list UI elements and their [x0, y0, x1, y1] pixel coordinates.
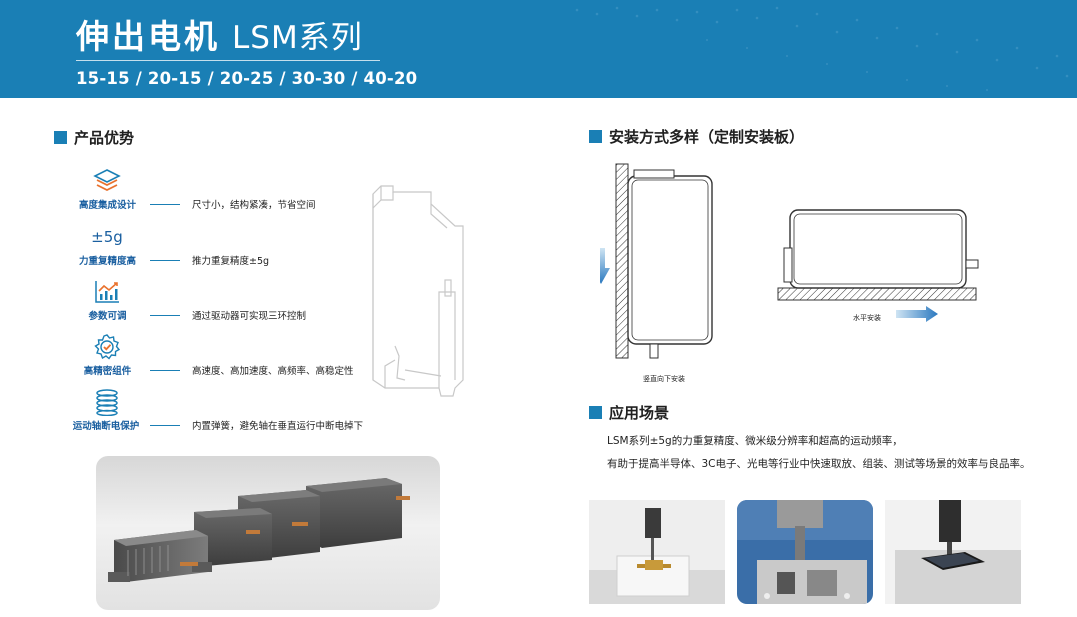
feature-desc: 高速度、高加速度、高频率、高稳定性 [192, 366, 354, 377]
section-marker [54, 131, 67, 144]
vertical-mount-caption: 竖直向下安装 [643, 375, 685, 383]
dot-pattern-decoration [575, 6, 1069, 91]
connector-line [150, 204, 180, 205]
title-en: LSM系列 [232, 19, 363, 56]
feature-desc: 推力重复精度±5g [192, 256, 270, 267]
connector-line [150, 370, 180, 371]
page-title: 伸出电机 LSM系列 [76, 10, 363, 58]
gear-check-icon [92, 333, 122, 361]
spring-icon [92, 388, 122, 416]
feature-desc: 通过驱动器可实现三环控制 [192, 311, 307, 322]
mounting-diagram [600, 163, 979, 359]
layers-icon [92, 167, 122, 195]
application-photo-2 [737, 500, 873, 604]
application-photo-1 [589, 500, 725, 604]
feature-label: 运动轴断电保护 [72, 421, 140, 432]
motor-line-drawing [372, 185, 464, 397]
feature-integration: 高度集成设计 尺寸小，结构紧凑，节省空间 [60, 167, 480, 217]
feature-force-precision: ±5g 力重复精度高 推力重复精度±5g [60, 223, 480, 273]
icon-text: ±5g [91, 228, 123, 246]
application-photo-3 [885, 500, 1021, 604]
feature-precision-components: 高精密组件 高速度、高加速度、高频率、高稳定性 [60, 333, 480, 383]
section-application-title: 应用场景 [589, 402, 669, 423]
application-text-line2: 有助于提高半导体、3C电子、光电等行业中快速取放、组装、测试等场景的效率与良品率… [607, 458, 1031, 470]
connector-line [150, 260, 180, 261]
feature-label: 高精密组件 [83, 366, 132, 377]
section-mounting-title: 安装方式多样（定制安装板） [589, 126, 804, 147]
feature-label: 力重复精度高 [78, 256, 136, 267]
feature-desc: 内置弹簧，避免轴在垂直运行中断电掉下 [192, 421, 364, 432]
section-marker [589, 130, 602, 143]
feature-adjustable: 参数可调 通过驱动器可实现三环控制 [60, 278, 480, 328]
section-marker [589, 406, 602, 419]
model-list: 15-15 / 20-15 / 20-25 / 30-30 / 40-20 [76, 69, 418, 88]
product-photo [96, 456, 440, 610]
section-advantages-title: 产品优势 [54, 127, 134, 148]
horizontal-mount-caption: 水平安装 [853, 314, 881, 322]
application-text-line1: LSM系列±5g的力重复精度、微米级分辨率和超高的运动频率， [607, 435, 903, 447]
motors-illustration [108, 478, 410, 582]
connector-line [150, 425, 180, 426]
plus-minus-5g-icon: ±5g [90, 223, 124, 251]
feature-power-off-protection: 运动轴断电保护 内置弹簧，避免轴在垂直运行中断电掉下 [60, 388, 480, 438]
connector-line [150, 315, 180, 316]
chart-icon [92, 278, 122, 306]
title-cn: 伸出电机 [76, 17, 220, 56]
header-banner: 伸出电机 LSM系列 15-15 / 20-15 / 20-25 / 30-30 … [0, 0, 1077, 98]
title-underline [76, 60, 380, 61]
feature-label: 参数可调 [88, 311, 127, 322]
feature-label: 高度集成设计 [78, 200, 136, 211]
feature-desc: 尺寸小，结构紧凑，节省空间 [192, 200, 316, 211]
